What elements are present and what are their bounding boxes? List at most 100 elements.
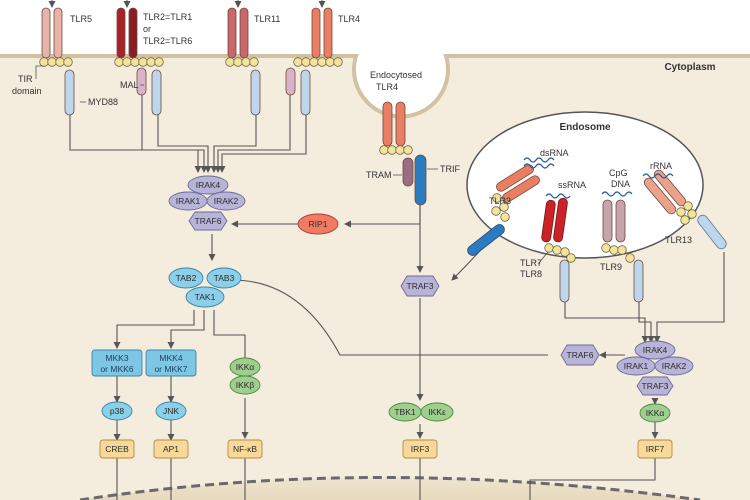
tir-label-1: TIR (18, 74, 33, 84)
tlr2-tir-1 (114, 57, 124, 67)
ikka-node: IKKα (229, 357, 261, 377)
irak4b-node: IRAK4 (634, 340, 676, 360)
traf6b-node: TRAF6 (560, 344, 600, 366)
traf6b-node-shape (560, 344, 600, 366)
irf7-node: IRF7 (637, 439, 673, 459)
mkk36-node-label-2: or MKK6 (100, 364, 133, 374)
tlr5-tir-1 (39, 57, 49, 67)
tlr2-tir-4 (138, 57, 148, 67)
tbk1-node: TBK1 (388, 402, 422, 422)
ikkab-node-shape (639, 403, 671, 423)
tlr2-label-1: TLR2=TLR1 (143, 12, 192, 22)
myd88-tlr4 (300, 69, 311, 116)
tlr78-tir-1 (544, 243, 554, 253)
trif-shape (414, 154, 427, 206)
cytoplasm-label: Cytoplasm (664, 62, 715, 73)
jnk-node-label: JNK (163, 406, 179, 416)
irak4b-node-label: IRAK4 (643, 345, 668, 355)
tlr2-tir-2 (122, 57, 132, 67)
irak2b-node: IRAK2 (654, 356, 694, 376)
tlr78-tir-3 (560, 247, 570, 257)
jnk-node: JNK (155, 401, 187, 421)
creb-node: CREB (99, 439, 135, 459)
tlr11-to-irak-arrow (210, 115, 257, 173)
tlr2-label-3: TLR2=TLR6 (143, 36, 192, 46)
traf3b-node-label: TRAF3 (642, 381, 669, 391)
irak2-node-shape (206, 191, 246, 211)
traf3b-node: TRAF3 (636, 376, 674, 396)
tlr13-tir-2 (683, 201, 693, 211)
extracellular-space (0, 0, 750, 56)
p38-node-label: p38 (110, 406, 124, 416)
irak4-node: IRAK4 (187, 175, 229, 195)
ap1-node-label: AP1 (163, 444, 179, 454)
myd88-tlr13 (697, 214, 727, 250)
tlr4-tir-6 (333, 57, 343, 67)
tlr11-tir-4 (249, 57, 259, 67)
p38-node: p38 (101, 401, 133, 421)
tlr3-tir-4 (500, 212, 510, 222)
tab2-node: TAB2 (168, 267, 204, 289)
irak4-node-label: IRAK4 (196, 180, 221, 190)
tlr11-tir-2 (233, 57, 243, 67)
tab2-node-label: TAB2 (176, 273, 197, 283)
irf7-node-label: IRF7 (646, 444, 665, 454)
ssrna-label: ssRNA (558, 180, 586, 190)
myd88-tlr9 (633, 259, 644, 303)
p38-node-shape (101, 401, 133, 421)
myd88-tlr5 (64, 69, 75, 116)
tlr3-tir-3 (491, 206, 501, 216)
signal-connectors (69, 95, 725, 500)
tlr9-tir-2 (609, 245, 619, 255)
dsrna-ligand-2 (523, 163, 555, 169)
tlr5-tir-4 (63, 57, 73, 67)
tak1-node-label: TAK1 (195, 292, 216, 302)
tlr13-tir-3 (687, 209, 697, 219)
nfkb-node-label: NF-κB (233, 444, 257, 454)
irak1-node: IRAK1 (168, 191, 208, 211)
cpg-label-2: DNA (611, 179, 630, 189)
irak1b-node: IRAK1 (616, 356, 656, 376)
tlr78-leader (537, 251, 549, 265)
nucleus-membrane (79, 476, 701, 500)
ap1-node: AP1 (153, 439, 189, 459)
ikke-node-shape (420, 402, 454, 422)
tlr3-trif-shape (467, 224, 505, 256)
dsrna-ligand (523, 157, 555, 163)
traf6-node-shape (188, 211, 228, 231)
irak2b-node-label: IRAK2 (662, 361, 687, 371)
endosome-label: Endosome (559, 122, 611, 133)
endo-tlr4-chain-1 (382, 101, 393, 147)
mkk47-node-label-1: MKK4 (159, 353, 182, 363)
tir-label-2: domain (12, 86, 42, 96)
mkk47-node-label-2: or MKK7 (154, 364, 187, 374)
mkk36-node-shape (91, 349, 143, 377)
traf6b-to-tab-arrow (231, 276, 548, 356)
mal-to-irak-arrow (141, 95, 208, 173)
tlr9-tir-4 (625, 253, 635, 263)
tlr13-chain-1 (643, 177, 677, 215)
tlr9-chain-2 (615, 199, 626, 243)
mal-label: MAL (120, 80, 139, 90)
tlr3-tir-1 (492, 193, 502, 203)
tlr4-tir-1 (293, 57, 303, 67)
traf6-node: TRAF6 (188, 211, 228, 231)
leader-lines (35, 65, 549, 265)
irak1-node-label: IRAK1 (176, 196, 201, 206)
tram-shape (402, 157, 414, 187)
ssrna-ligand (545, 193, 571, 199)
traf3-node-label: TRAF3 (407, 281, 434, 291)
tlr9-chain-1 (602, 199, 613, 243)
ikkb-node-shape (229, 375, 261, 395)
tlr3-chain-1 (496, 164, 534, 192)
tab3-node-label: TAB3 (214, 273, 235, 283)
endocytosed-label-1: Endocytosed (370, 70, 422, 80)
tlr4-chain-2 (323, 7, 333, 59)
tlr5-label: TLR5 (70, 14, 92, 24)
ikke-node: IKKε (420, 402, 454, 422)
trif-label: TRIF (440, 164, 460, 174)
